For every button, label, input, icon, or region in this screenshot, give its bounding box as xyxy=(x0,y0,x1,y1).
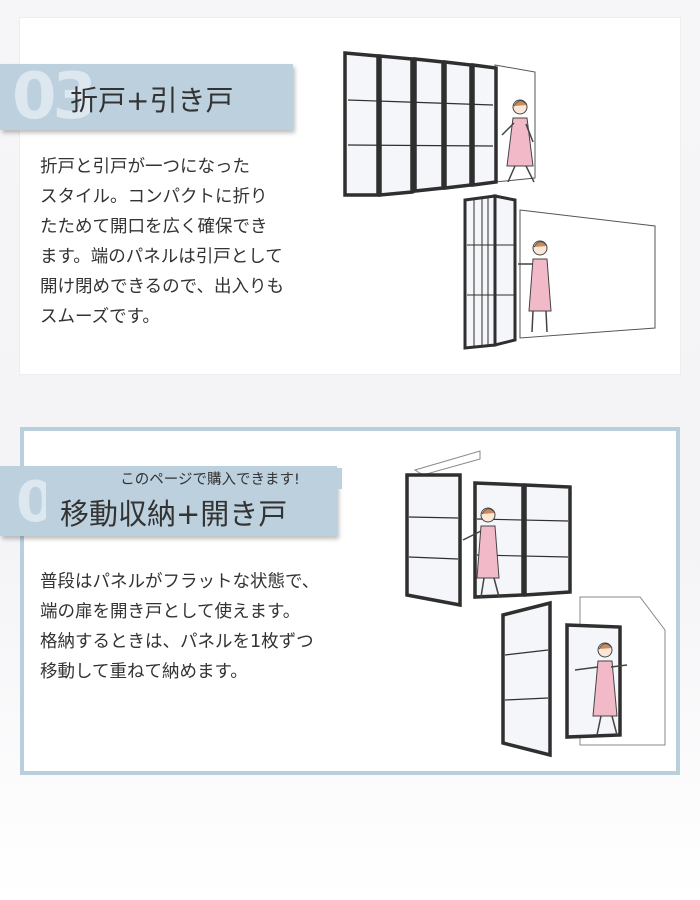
description-line: たためて開口を広く確保でき xyxy=(40,217,268,237)
section-number: 0 xyxy=(16,470,46,535)
description-line: 移動して重ねて納めます。 xyxy=(40,662,248,682)
section-title: 折戸+引き戸 xyxy=(70,84,234,117)
description-line: 折戸と引戸が一つになった xyxy=(40,157,250,177)
person-figure xyxy=(462,507,500,598)
description-line: 端の扉を開き戸として使えます。 xyxy=(40,602,301,622)
folding-door-illustration xyxy=(343,51,656,350)
description-line: スタイル。コンパクトに折り xyxy=(40,187,268,207)
section-description: 折戸と引戸が一つになった スタイル。コンパクトに折り たためて開口を広く確保でき… xyxy=(40,152,284,332)
description-line: 普段はパネルがフラットな状態で、 xyxy=(40,572,320,592)
section-number: 03 xyxy=(12,60,97,134)
description-line: スムーズです。 xyxy=(40,307,160,327)
person-figure xyxy=(574,642,628,736)
purchase-available-ribbon: このページで購入できます! xyxy=(78,468,342,489)
description-line: ます。端のパネルは引戸として xyxy=(40,247,283,267)
person-figure xyxy=(518,240,552,333)
section-description: 普段はパネルがフラットな状態で、 端の扉を開き戸として使えます。 格納するときは… xyxy=(40,567,319,687)
description-line: 開け閉めできるので、出入りも xyxy=(40,277,284,297)
movable-storage-illustration xyxy=(405,450,666,758)
description-line: 格納するときは、パネルを1枚ずつ xyxy=(40,632,314,652)
person-figure xyxy=(501,99,535,183)
section-title: 移動収納+開き戸 xyxy=(60,497,288,531)
section-label-bar xyxy=(0,64,293,130)
